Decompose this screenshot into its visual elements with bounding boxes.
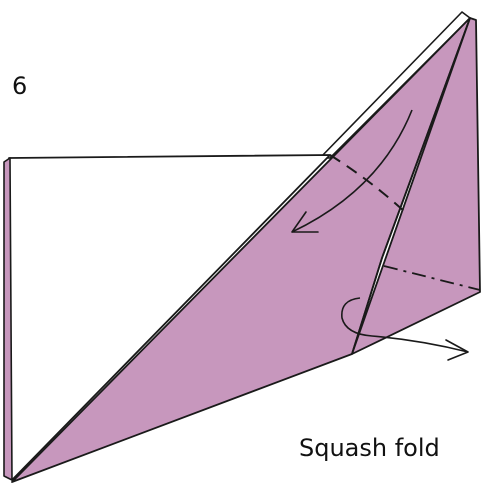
squash-loop-arrow xyxy=(341,297,469,353)
flap-fold-line xyxy=(351,17,471,355)
squash-loop-arrowhead xyxy=(445,339,469,361)
right-colored-panel xyxy=(351,17,481,355)
fold-down-arrowhead xyxy=(291,211,319,233)
step-caption: Squash fold xyxy=(299,434,440,462)
fold-down-arrow xyxy=(291,109,413,233)
valley-fold-dashed-line xyxy=(329,154,406,213)
mountain-fold-dashdot-line xyxy=(383,265,481,291)
left-edge-strip xyxy=(3,157,13,481)
back-flap-top-white xyxy=(319,11,471,159)
step-number: 6 xyxy=(12,72,28,100)
